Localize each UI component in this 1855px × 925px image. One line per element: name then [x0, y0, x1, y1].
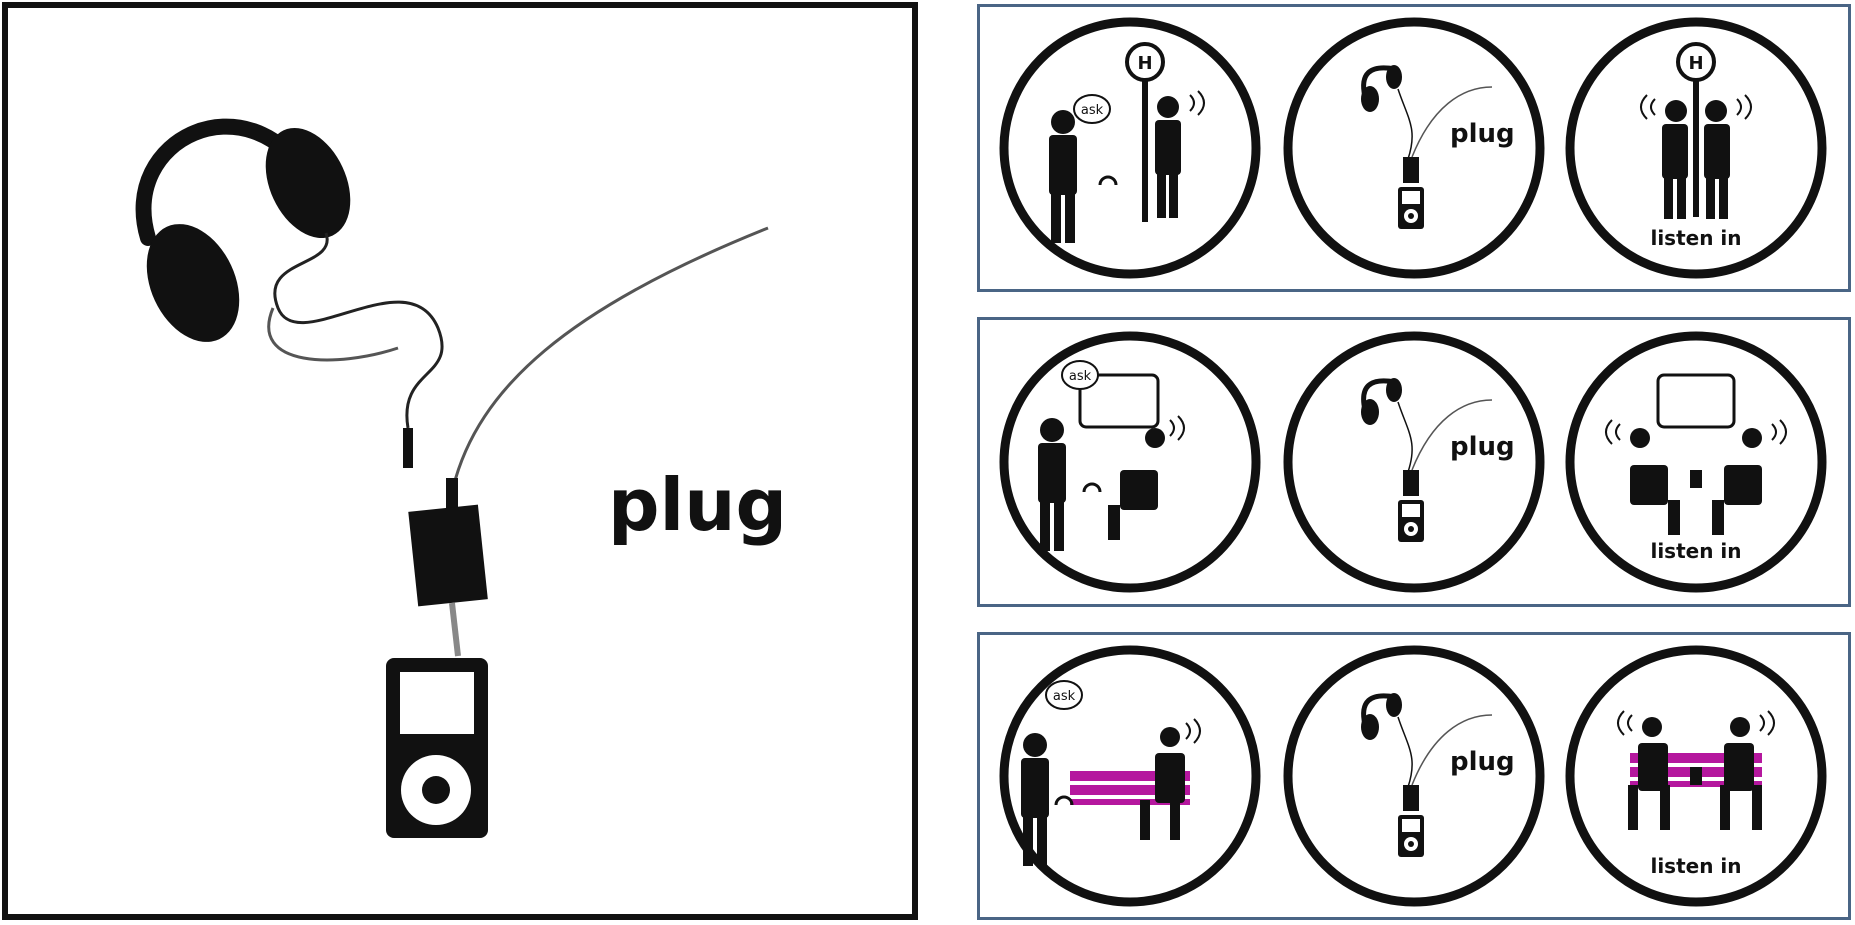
listen-in-label: listen in: [1650, 854, 1741, 878]
circle-plug: plug: [1283, 331, 1545, 593]
sound-waves-icon: [1189, 90, 1205, 116]
circle-listen-in-bus: H listen in: [1565, 17, 1827, 279]
row-bus-stop: H ask: [977, 4, 1851, 292]
person-headphones-icon: [1155, 96, 1181, 218]
screen-icon: [1078, 373, 1160, 429]
plug-label: plug: [1450, 747, 1515, 777]
ask-bubble: ask: [1081, 103, 1104, 118]
headphones-icon: [1098, 175, 1118, 186]
two-seated-people-icon: [1630, 428, 1762, 535]
music-player-icon: [1398, 815, 1424, 857]
splitter-icon: [408, 504, 488, 607]
plug-label: plug: [608, 463, 787, 547]
circle-plug: plug: [1283, 645, 1545, 907]
sound-waves-icon: [1605, 419, 1787, 445]
sound-waves-icon: [1185, 718, 1201, 744]
plug-illustration: plug: [135, 118, 787, 838]
bench-icon: [1070, 771, 1190, 805]
circle-plug: plug: [1283, 17, 1545, 279]
person-icon: [1038, 418, 1066, 551]
music-player-icon: [386, 658, 488, 838]
bus-sign-label: H: [1137, 53, 1152, 74]
listen-in-label: listen in: [1650, 226, 1741, 250]
music-player-icon: [1398, 500, 1424, 542]
circle-ask-bench: ask: [999, 645, 1261, 907]
ask-bubble: ask: [1069, 369, 1092, 384]
two-people-icon: [1662, 100, 1730, 219]
main-plug-panel: plug: [2, 2, 918, 920]
circle-ask-screen: ask: [999, 331, 1261, 593]
sound-waves-icon: [1169, 415, 1185, 441]
music-player-icon: [1398, 187, 1424, 229]
circle-listen-in-screen: listen in: [1565, 331, 1827, 593]
jack-icon: [403, 428, 413, 468]
listen-in-label: listen in: [1650, 539, 1741, 563]
bus-sign-label: H: [1688, 53, 1703, 74]
row-bench: ask plug: [977, 632, 1851, 920]
seated-person-icon: [1140, 727, 1185, 840]
screen-icon: [1656, 373, 1736, 429]
headphones-icon: [1082, 482, 1102, 493]
plug-label: plug: [1450, 119, 1515, 149]
seated-person-icon: [1108, 428, 1165, 540]
headphones-icon: [1054, 795, 1074, 806]
two-seated-people-icon: [1628, 717, 1762, 830]
circle-ask-bus: H ask: [999, 17, 1261, 279]
sound-waves-icon: [1640, 94, 1752, 120]
ask-bubble: ask: [1053, 689, 1076, 704]
plug-label: plug: [1450, 432, 1515, 462]
sound-waves-icon: [1617, 710, 1775, 736]
person-icon: [1049, 110, 1077, 243]
row-screen-seats: ask plug: [977, 317, 1851, 607]
circle-listen-in-bench: listen in: [1565, 645, 1827, 907]
headphones-icon: [135, 118, 351, 342]
person-icon: [1021, 733, 1049, 866]
